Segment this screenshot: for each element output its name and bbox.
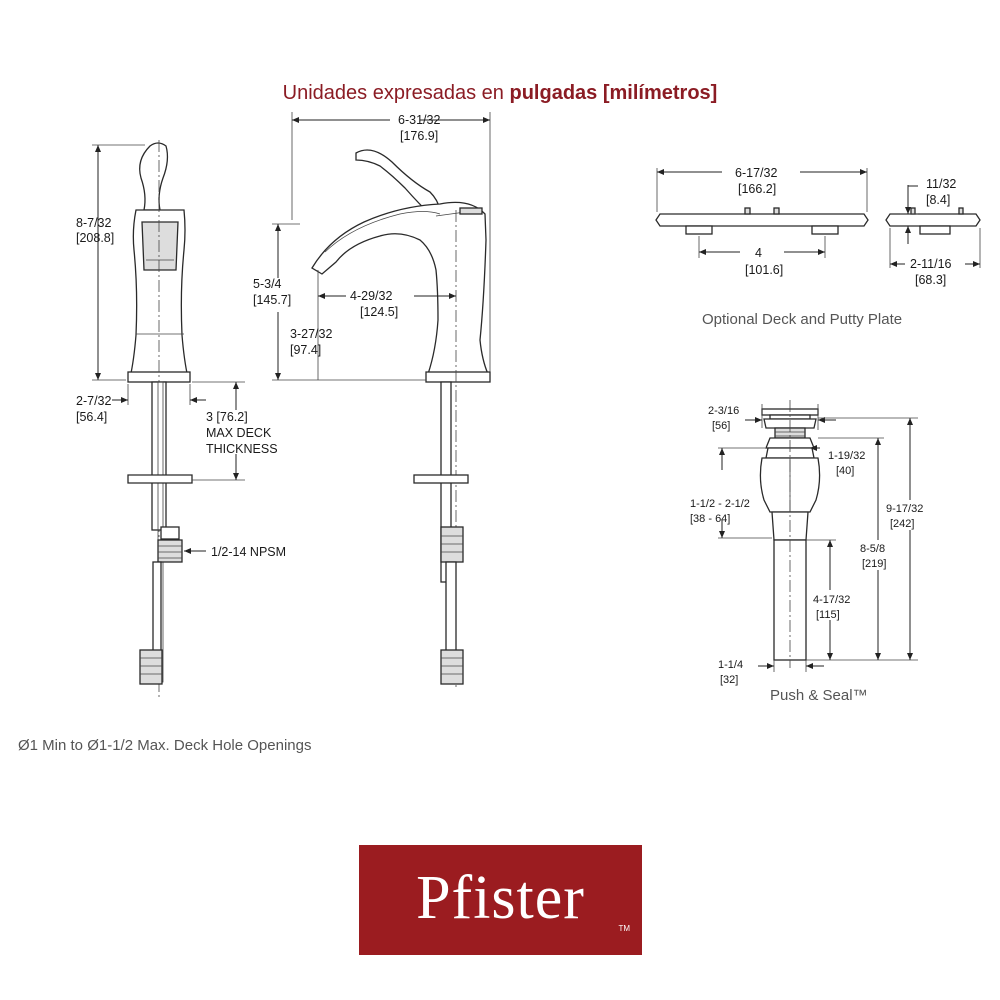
deck-hole-footnote: Ø1 Min to Ø1-1/2 Max. Deck Hole Openings xyxy=(18,737,311,754)
aerator-height-label: 3-27/32 xyxy=(290,327,332,341)
drain-overall-mm-label: [242] xyxy=(890,518,914,530)
drain-overall-label: 9-17/32 xyxy=(886,503,923,515)
drain-mid-label: 8-5/8 xyxy=(860,543,885,555)
drain-tail-dia-mm-label: [32] xyxy=(720,674,738,686)
deck-thickness-mm-label: [8.4] xyxy=(926,193,950,207)
deck-thickness-label-line3: THICKNESS xyxy=(206,442,278,456)
units-heading-emphasis: pulgadas [milímetros] xyxy=(509,82,718,104)
drain-tail-label: 4-17/32 xyxy=(813,594,850,606)
units-heading: Unidades expresadas en pulgadas [milímet… xyxy=(0,82,1000,105)
thread-spec-label: 1/2-14 NPSM xyxy=(211,545,286,559)
deck-thickness-label: 11/32 xyxy=(926,177,956,191)
drain-caption: Push & Seal™ xyxy=(770,687,868,704)
drain-cap-dia-label: 2-3/16 xyxy=(708,405,739,417)
spout-height-label: 5-3/4 xyxy=(253,277,282,291)
aerator-height-mm-label: [97.4] xyxy=(290,343,321,357)
deck-plate-top xyxy=(655,168,869,258)
deck-thickness-label-line2: MAX DECK xyxy=(206,426,272,440)
pfister-logo-text: Pfister xyxy=(416,864,585,932)
drain-tail-mm-label: [115] xyxy=(816,609,840,621)
spout-height-mm-label: [145.7] xyxy=(253,293,291,307)
front-base-width-label: 2-7/32 xyxy=(76,394,111,408)
front-height-label: 8-7/32 xyxy=(76,216,111,230)
drain-body-dia-label: 1-19/32 xyxy=(828,450,865,462)
front-base-width-mm-label: [56.4] xyxy=(76,410,107,424)
drain-mid-mm-label: [219] xyxy=(862,558,886,570)
spout-reach-label: 4-29/32 xyxy=(350,289,392,303)
drain-assembly xyxy=(759,400,821,668)
side-view-faucet xyxy=(311,149,491,690)
side-length-mm-label: [176.9] xyxy=(400,129,438,143)
deck-thickness-value-label: 3 [76.2] xyxy=(206,410,248,424)
drain-dimension-lines xyxy=(718,404,918,672)
drain-body-dia-mm-label: [40] xyxy=(836,465,854,477)
spout-reach-mm-label: [124.5] xyxy=(360,305,398,319)
units-heading-prefix: Unidades expresadas en xyxy=(282,82,510,104)
deck-plate-caption: Optional Deck and Putty Plate xyxy=(702,311,902,328)
pfister-logo-tm: TM xyxy=(618,924,630,933)
side-length-label: 6-31/32 xyxy=(398,113,440,127)
pfister-logo: Pfister TM xyxy=(359,845,642,955)
deck-length-label: 6-17/32 xyxy=(735,166,777,180)
drain-cap-dia-mm-label: [56] xyxy=(712,420,730,432)
front-view-faucet xyxy=(127,140,193,700)
deck-center-mm-label: [101.6] xyxy=(745,263,783,277)
side-view-dimension-lines xyxy=(272,112,491,381)
drain-range-label: 1-1/2 - 2-1/2 xyxy=(690,498,750,510)
deck-width-mm-label: [68.3] xyxy=(915,273,946,287)
deck-plate-side xyxy=(885,185,981,268)
drain-tail-dia-label: 1-1/4 xyxy=(718,659,743,671)
front-view-dimension-lines xyxy=(92,144,245,554)
front-height-mm-label: [208.8] xyxy=(76,231,114,245)
deck-width-label: 2-11/16 xyxy=(910,257,952,271)
drain-range-mm-label: [38 - 64] xyxy=(690,513,730,525)
deck-length-mm-label: [166.2] xyxy=(738,182,776,196)
deck-center-label: 4 xyxy=(755,246,762,260)
